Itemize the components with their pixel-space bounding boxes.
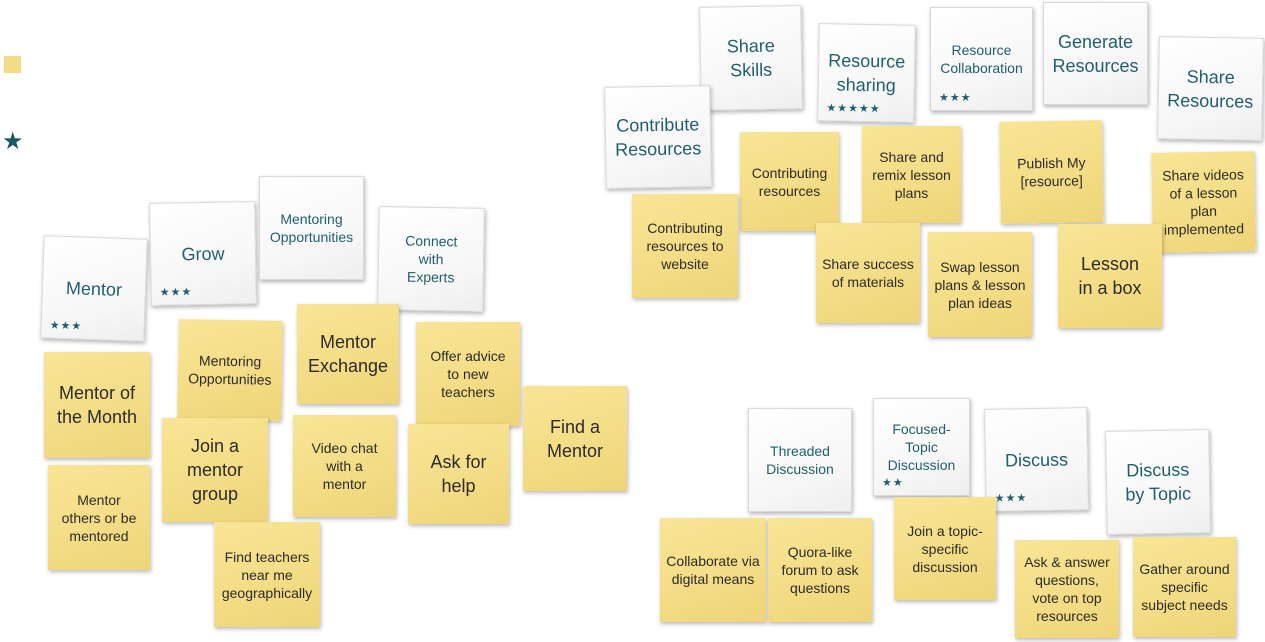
sticky-note: Video chat with a mentor bbox=[293, 415, 396, 517]
sticky-note: Share videos of a lesson plan implemente… bbox=[1151, 151, 1256, 253]
header-label: Grow bbox=[181, 243, 225, 264]
yellow-square-icon bbox=[4, 56, 21, 73]
note-text: Find teachers near me geographically bbox=[221, 548, 313, 601]
sticky-note: Publish My [resource] bbox=[999, 120, 1104, 224]
header-focused-topic-discussion: Focused-Topic Discussion ★★ bbox=[873, 398, 970, 496]
note-text: Collaborate via digital means bbox=[666, 553, 760, 587]
sticky-note: Ask & answer questions, vote on top reso… bbox=[1015, 540, 1119, 638]
header-label: Threaded Discussion bbox=[766, 443, 834, 477]
note-text: Ask & answer questions, vote on top reso… bbox=[1024, 554, 1110, 624]
star-icon: ★ bbox=[2, 128, 24, 155]
header-label: Contribute Resources bbox=[615, 114, 702, 160]
sticky-note: Offer advice to new teachers bbox=[416, 322, 520, 426]
star-rating-icon: ★★★ bbox=[159, 286, 193, 299]
header-mentor: Mentor ★★★ bbox=[40, 235, 148, 342]
sticky-note: Ask for help bbox=[408, 424, 509, 524]
header-grow: Grow ★★★ bbox=[149, 201, 257, 306]
note-text: Mentor of the Month bbox=[56, 383, 138, 427]
note-text: Share and remix lesson plans bbox=[872, 148, 951, 201]
note-text: Publish My [resource] bbox=[1016, 154, 1086, 190]
sticky-note: Mentor Exchange bbox=[297, 304, 399, 404]
star-rating-icon: ★★★ bbox=[939, 92, 972, 104]
star-rating-icon: ★★★★★ bbox=[826, 102, 881, 116]
note-text: Share success of materials bbox=[822, 256, 914, 290]
sticky-note: Collaborate via digital means bbox=[660, 518, 766, 622]
note-text: Mentoring Opportunities bbox=[188, 352, 272, 388]
sticky-note: Share success of materials bbox=[816, 223, 920, 323]
header-label: Resource sharing bbox=[828, 50, 906, 96]
header-contribute-resources: Contribute Resources bbox=[604, 85, 712, 189]
header-label: Mentor bbox=[65, 277, 123, 300]
header-discuss-by-topic: Discuss by Topic bbox=[1105, 429, 1211, 535]
sticky-note: Lesson in a box bbox=[1058, 224, 1162, 328]
sticky-note: Contributing resources bbox=[740, 132, 839, 231]
note-text: Contributing resources bbox=[751, 164, 828, 199]
sticky-note: Contributing resources to website bbox=[632, 194, 738, 298]
note-text: Share videos of a lesson plan implemente… bbox=[1162, 166, 1245, 238]
sticky-note: Join a mentor group bbox=[162, 418, 268, 522]
header-share-skills: Share Skills bbox=[699, 5, 803, 111]
note-text: Contributing resources to website bbox=[646, 220, 724, 272]
sticky-note: Join a topic-specific discussion bbox=[894, 497, 996, 600]
header-mentoring-opportunities: Mentoring Opportunities bbox=[259, 176, 364, 280]
star-rating-icon: ★★★ bbox=[994, 492, 1028, 505]
header-discuss: Discuss ★★★ bbox=[984, 407, 1089, 512]
note-text: Video chat with a mentor bbox=[311, 440, 378, 492]
note-text: Mentor Exchange bbox=[307, 332, 389, 376]
header-resource-sharing: Resource sharing ★★★★★ bbox=[817, 23, 916, 123]
header-label: Share Resources bbox=[1167, 66, 1254, 112]
header-label: Generate Resources bbox=[1052, 31, 1139, 76]
header-label: Discuss bbox=[1004, 448, 1069, 471]
note-text: Ask for help bbox=[430, 452, 487, 496]
header-connect-with-experts: Connect with Experts bbox=[377, 206, 485, 312]
sticky-note: Mentor of the Month bbox=[44, 352, 150, 458]
header-label: Resource Collaboration bbox=[940, 42, 1023, 76]
sticky-note: Find teachers near me geographically bbox=[214, 522, 320, 627]
note-text: Join a mentor group bbox=[186, 436, 244, 504]
header-generate-resources: Generate Resources bbox=[1043, 2, 1148, 105]
sticky-note: Gather around specific subject needs bbox=[1133, 537, 1236, 637]
note-text: Lesson in a box bbox=[1078, 254, 1142, 298]
sticky-note: Share and remix lesson plans bbox=[862, 126, 961, 223]
sticky-note: Quora-like forum to ask questions bbox=[768, 518, 872, 622]
note-text: Quora-like forum to ask questions bbox=[781, 544, 859, 596]
note-text: Swap lesson plans & lesson plan ideas bbox=[934, 258, 1026, 311]
note-text: Mentor others or be mentored bbox=[61, 491, 137, 544]
sticky-note: Mentor others or be mentored bbox=[48, 465, 150, 570]
sticky-note: Mentoring Opportunities bbox=[177, 319, 283, 421]
header-label: Share Skills bbox=[726, 35, 775, 81]
sticky-note: Find a Mentor bbox=[523, 386, 627, 491]
header-label: Discuss by Topic bbox=[1125, 459, 1192, 505]
header-resource-collaboration: Resource Collaboration ★★★ bbox=[930, 7, 1033, 111]
header-label: Focused-Topic Discussion bbox=[887, 421, 956, 473]
header-label: Mentoring Opportunities bbox=[269, 211, 354, 245]
note-text: Join a topic-specific discussion bbox=[907, 522, 983, 575]
note-text: Find a Mentor bbox=[546, 416, 604, 461]
star-rating-icon: ★★ bbox=[882, 477, 904, 489]
note-text: Gather around specific subject needs bbox=[1139, 561, 1230, 613]
star-rating-icon: ★★★ bbox=[49, 319, 83, 333]
header-threaded-discussion: Threaded Discussion bbox=[748, 408, 852, 512]
sticky-note: Swap lesson plans & lesson plan ideas bbox=[928, 232, 1032, 337]
header-label: Connect with Experts bbox=[405, 232, 458, 286]
header-share-resources: Share Resources bbox=[1157, 36, 1264, 141]
note-text: Offer advice to new teachers bbox=[430, 348, 506, 400]
